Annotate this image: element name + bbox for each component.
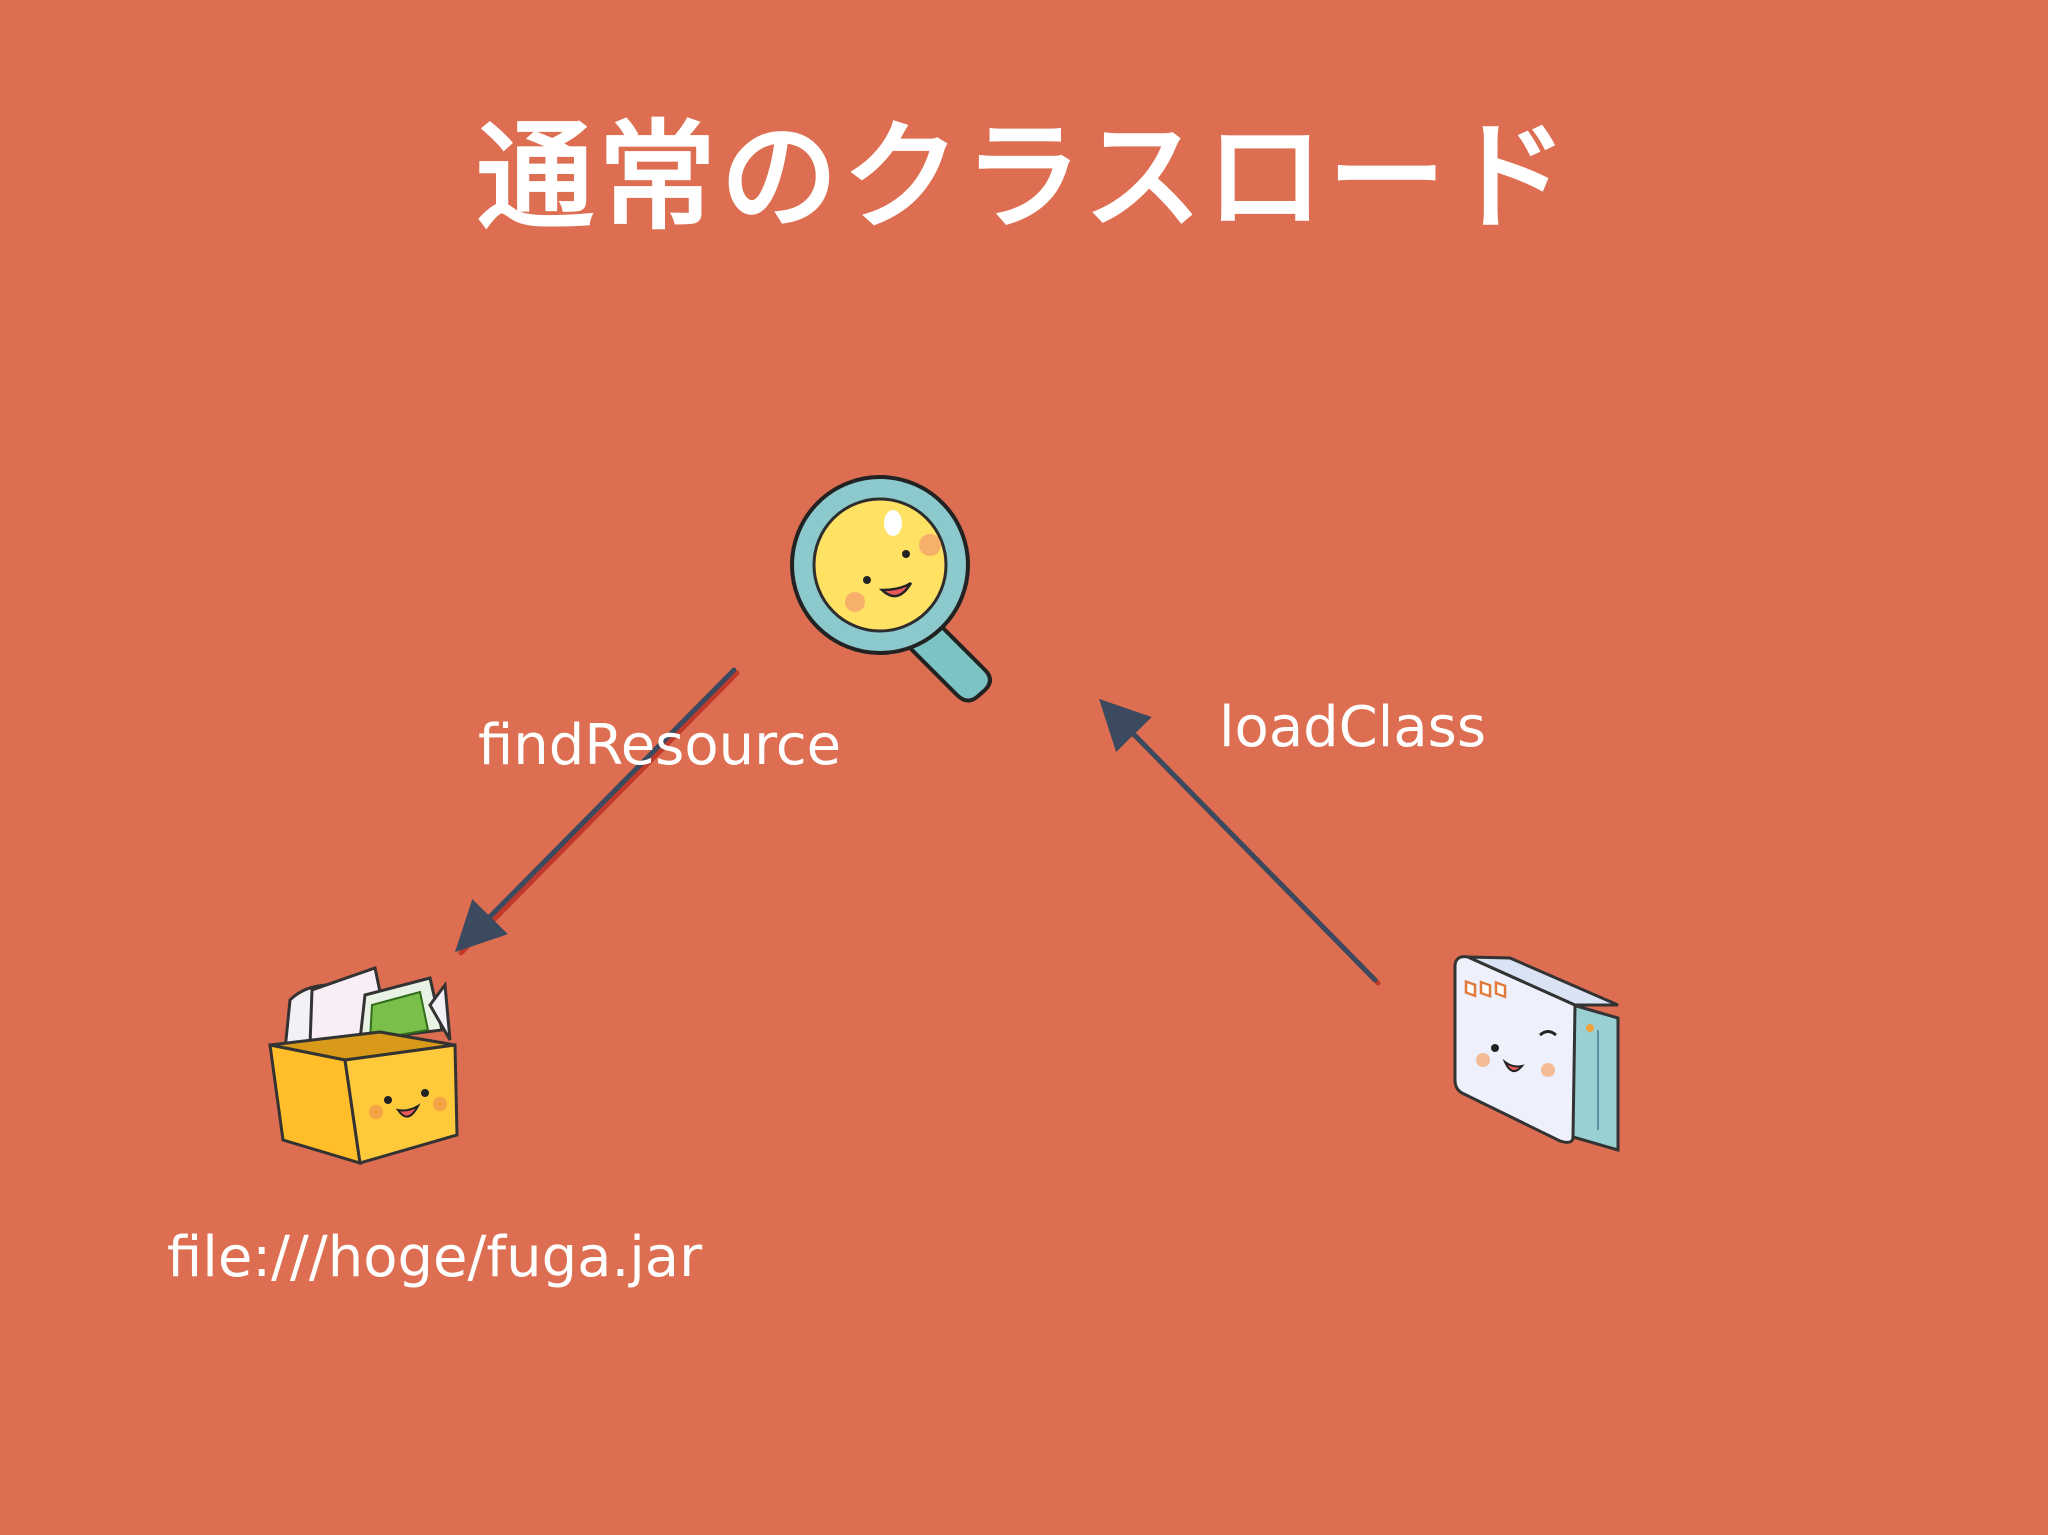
- folder-box-icon: [268, 966, 459, 1166]
- magnifier-face-icon: [790, 475, 992, 703]
- find-resource-arrow: [454, 667, 740, 956]
- jar-path-caption: file:///hoge/fuga.jar: [167, 1225, 703, 1290]
- find-resource-label: findResource: [478, 713, 842, 778]
- slide-title: 通常のクラスロード: [476, 108, 1572, 246]
- load-class-label: loadClass: [1219, 695, 1487, 760]
- window-face-icon: [1453, 955, 1620, 1152]
- load-class-arrow: [1098, 698, 1381, 986]
